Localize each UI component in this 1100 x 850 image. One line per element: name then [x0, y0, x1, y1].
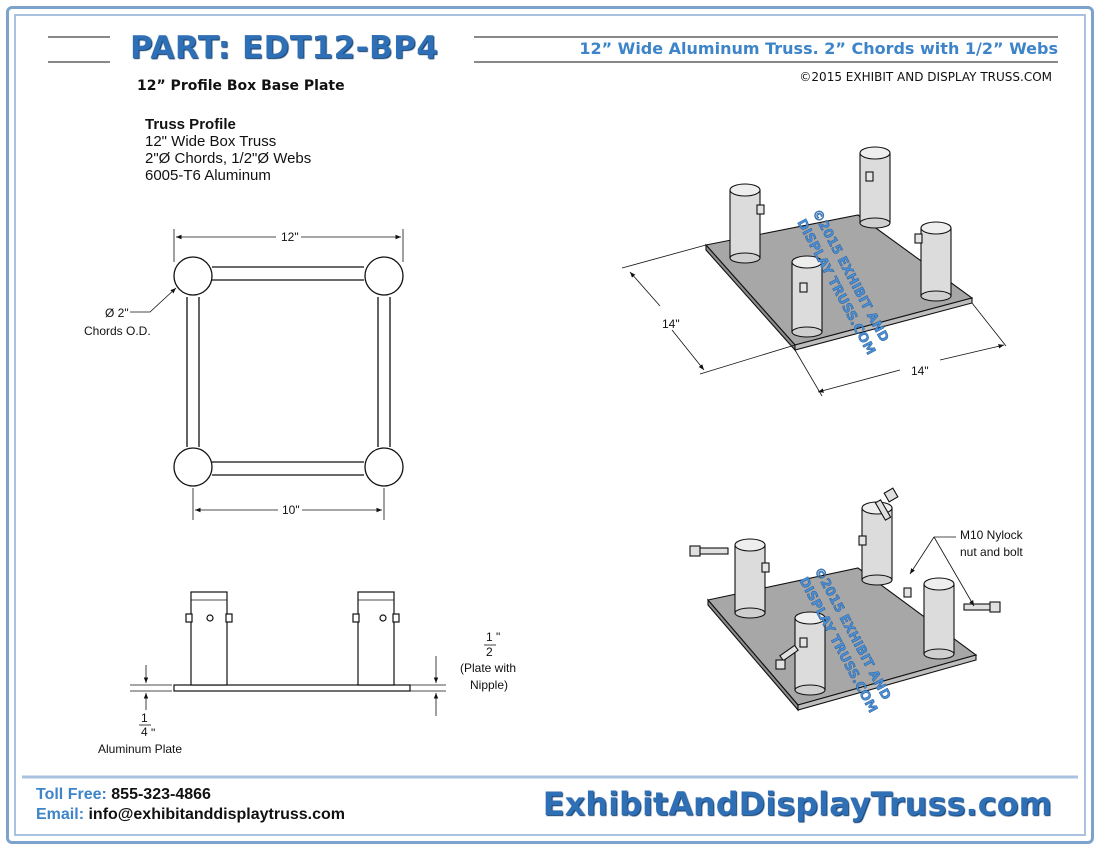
email-line: Email: info@exhibitanddisplaytruss.com [36, 806, 345, 824]
nipple-back-left-2 [734, 538, 770, 619]
aluminum-plate-label: Aluminum Plate [98, 742, 183, 756]
chord-diameter-label: Ø 2" [105, 306, 129, 320]
copyright-notice: ©2015 EXHIBIT AND DISPLAY TRUSS.COM [799, 70, 1052, 84]
nipple-front-right [914, 221, 952, 302]
iso-dim-right: 14" [911, 364, 929, 378]
bolt-note-line-2: nut and bolt [960, 545, 1023, 559]
bolt-front [775, 644, 799, 670]
half-denominator: 2 [486, 645, 493, 659]
nipple-back-left [729, 183, 765, 264]
chord-circle [173, 447, 213, 487]
toll-free-label: Toll Free: [36, 786, 107, 803]
quarter-denominator: 4 [141, 725, 148, 739]
spec-line: 6005-T6 Aluminum [145, 167, 271, 184]
toll-free-line: Toll Free: 855-323-4866 [36, 786, 211, 804]
dim-label-bottom: 10" [282, 503, 300, 517]
page-frame-inner [14, 14, 1086, 836]
bolt-right [963, 601, 1001, 613]
side-view-drawing [130, 591, 496, 726]
half-quote: " [496, 630, 501, 644]
iso-view-2-drawing [689, 487, 1001, 712]
chord-circle [173, 256, 213, 296]
truss-profile-drawing [130, 229, 404, 520]
chord-note-label: Chords O.D. [84, 324, 151, 338]
bolt-note-line-1: M10 Nylock [960, 528, 1023, 542]
bolt-top [874, 487, 899, 521]
nipple-back-right-2 [858, 501, 893, 586]
plate-note-line-2: Nipple) [470, 678, 509, 692]
bolt-left [689, 545, 729, 557]
iso-view-1-drawing [621, 146, 1007, 397]
spec-line: 12" Wide Box Truss [145, 133, 277, 150]
truss-spec: Truss Profile 12" Wide Box Truss 2"Ø Cho… [145, 116, 311, 184]
header-rules [48, 36, 1058, 63]
dim-label-top: 12" [281, 230, 299, 244]
page-frame-outer [6, 6, 1094, 844]
nipple-front-left-2 [794, 611, 826, 696]
nipple-front-right-2 [903, 577, 955, 660]
quarter-numerator: 1 [141, 711, 148, 725]
half-numerator: 1 [486, 630, 493, 644]
header-tagline: 12” Wide Aluminum Truss. 2” Chords with … [579, 39, 1058, 58]
nipple-back-right [859, 146, 891, 229]
chord-circle [364, 256, 404, 296]
website-link[interactable]: ExhibitAndDisplayTruss.com [542, 785, 1052, 823]
email-address[interactable]: info@exhibitanddisplaytruss.com [88, 806, 345, 823]
nipple-front-left [791, 255, 823, 338]
part-subtitle: 12” Profile Box Base Plate [137, 78, 345, 94]
plate-note-line-1: (Plate with [460, 661, 517, 675]
spec-heading: Truss Profile [145, 116, 236, 133]
spec-line: 2"Ø Chords, 1/2"Ø Webs [145, 150, 312, 167]
quarter-quote: " [151, 726, 156, 740]
chord-circle [364, 447, 404, 487]
toll-free-number[interactable]: 855-323-4866 [111, 786, 211, 803]
iso-dim-left: 14" [662, 317, 680, 331]
part-title: PART: EDT12-BP4 [130, 30, 439, 66]
email-label: Email: [36, 806, 85, 823]
